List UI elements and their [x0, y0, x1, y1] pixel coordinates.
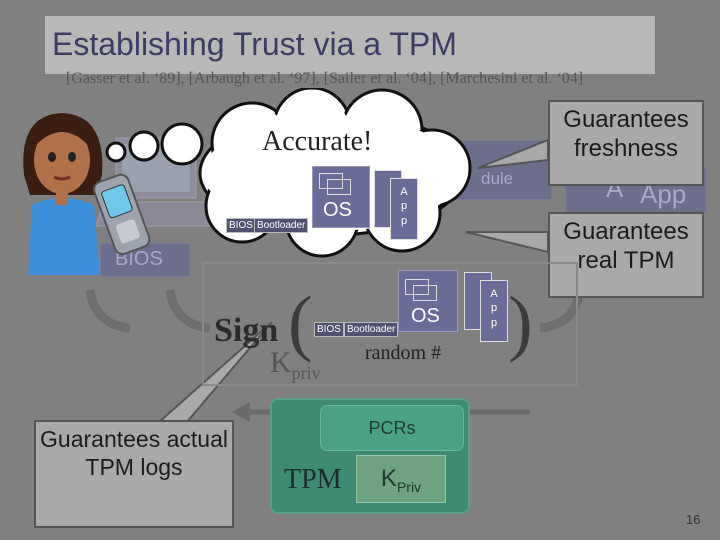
sign-app-letter-2: p	[490, 302, 498, 315]
open-paren: (	[288, 282, 313, 364]
tpm-private-key: KPriv	[356, 455, 446, 503]
bubble-app-letter-1: A	[400, 186, 408, 198]
sign-os-label: OS	[411, 305, 440, 327]
sign-key-letter: K	[270, 346, 292, 379]
pcrs-box: PCRs	[320, 405, 464, 451]
slide-title: Establishing Trust via a TPM	[52, 26, 457, 62]
page-number: 16	[686, 512, 701, 527]
title-bar	[45, 16, 655, 74]
close-paren: )	[508, 282, 533, 364]
sign-bootloader-chip: Bootloader	[344, 322, 399, 337]
phone-icon	[93, 173, 151, 256]
tpm-key-subscript: Priv	[396, 478, 422, 495]
sign-app-letter-3: p	[490, 316, 498, 329]
sign-key-subscript: priv	[291, 363, 321, 383]
tpm-label: TPM	[284, 464, 342, 495]
bubble-bootloader-chip: Bootloader	[254, 218, 309, 233]
callout-real-tpm: Guarantees real TPM	[548, 212, 704, 298]
bubble-title: Accurate!	[262, 126, 373, 157]
bubble-app-letter-3: p	[400, 214, 408, 227]
citation: [Gasser et al. ‘89], [Arbaugh et al. ‘97…	[66, 70, 584, 87]
bubble-app-stack: A p p	[390, 178, 418, 240]
thought-trail	[105, 122, 204, 166]
random-nonce: random #	[365, 342, 442, 364]
sign-area	[202, 262, 578, 386]
bubble-os-box: OS	[312, 166, 370, 228]
sign-os-box: OS	[398, 270, 458, 332]
callout-actual-logs: Guarantees actual TPM logs	[34, 420, 234, 528]
sign-bios-chip: BIOS	[314, 322, 344, 337]
background-module-label: dule	[481, 169, 514, 188]
bubble-os-label: OS	[323, 199, 352, 221]
sign-key: Kpriv	[270, 346, 321, 384]
callout-freshness: Guarantees freshness	[548, 100, 704, 186]
sign-app-letter-1: A	[490, 288, 498, 300]
bubble-app-letter-2: p	[400, 200, 408, 213]
tpm-key-letter: K	[380, 465, 397, 492]
bubble-bios-chip: BIOS	[226, 218, 256, 233]
sign-label: Sign	[214, 312, 279, 349]
sign-app-stack: A p p	[480, 280, 508, 342]
user-avatar	[23, 113, 103, 275]
